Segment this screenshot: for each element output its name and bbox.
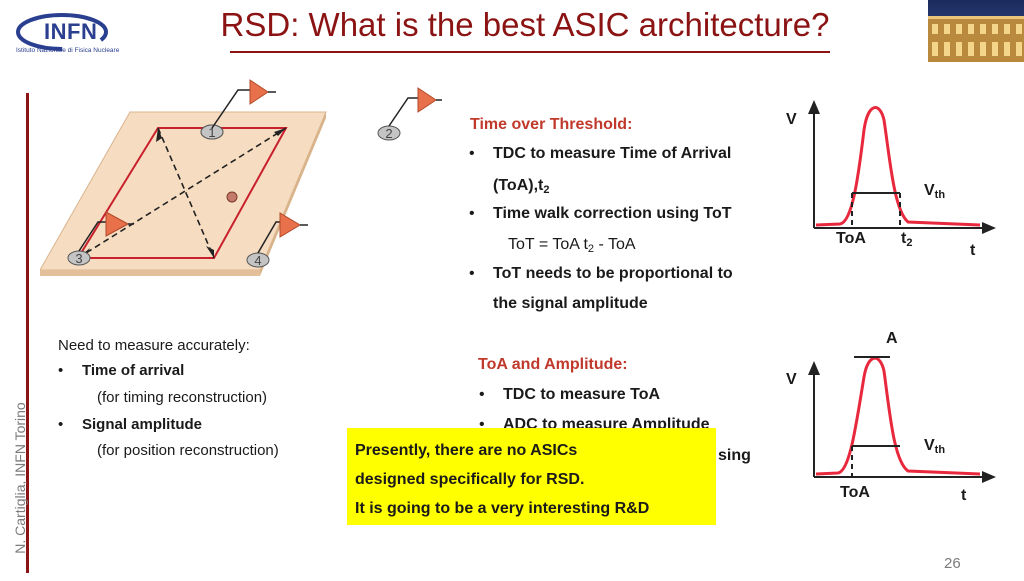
note-line-2: designed specifically for RSD. (355, 471, 585, 488)
sensor-plate-edge (40, 270, 260, 276)
plot1-pulse (815, 106, 981, 227)
hit-point (226, 191, 238, 203)
plot2-y-label: V (786, 371, 797, 388)
plot2-pulse (815, 356, 981, 476)
tot-bullet-3-text: ToT needs to be proportional to (493, 265, 733, 282)
measure-item-2: Signal amplitude (58, 416, 203, 433)
amp-bullet-3-tail: sing (718, 447, 751, 464)
plot2-x-label: t (961, 487, 967, 504)
plot2-peak-label: A (886, 330, 898, 347)
measure-item-2-text: Signal amplitude (82, 416, 203, 433)
title-underline (230, 51, 830, 53)
tot-formula-a: ToT = ToA t (508, 236, 588, 253)
tot-formula: ToT = ToA t2 - ToA (508, 236, 636, 255)
amp-heading: ToA and Amplitude: (478, 356, 628, 373)
toa-subscript: 2 (543, 184, 550, 196)
toa-label-text: (ToA),t (493, 177, 544, 194)
sensor-pads-2-4 (40, 80, 330, 290)
plot2-threshold-label: Vth (924, 437, 945, 456)
diagonal-1-4 (157, 127, 215, 259)
arrowhead-2 (274, 128, 286, 136)
tot-bullet-1-text: TDC to measure Time of Arrival (493, 145, 732, 162)
amplifier-2-icon (388, 87, 442, 127)
plot2-x-arrow (982, 471, 996, 483)
plot1-vth-sub: th (934, 189, 946, 201)
plot1-y-arrow (808, 100, 820, 114)
tot-bullet-2: Time walk correction using ToT (469, 205, 732, 223)
measure-item-1-text: Time of arrival (82, 362, 185, 379)
plot2-vth-sub: th (934, 444, 946, 456)
tot-bullet-3: ToT needs to be proportional to (469, 265, 733, 283)
pad-1-text: 1 (208, 125, 215, 140)
pad-2-label: 2 (385, 126, 392, 141)
plot1-t2-text: t (901, 230, 907, 247)
arrowhead-4 (206, 246, 214, 258)
measure-item-1: Time of arrival (58, 362, 185, 379)
plot1-x-label: t (970, 242, 976, 259)
highlight-note: Presently, there are no ASICs designed s… (347, 428, 716, 525)
infn-logo-icon (14, 11, 110, 53)
plot1-x-arrow (982, 222, 996, 234)
plot1-toa-label: ToA (836, 230, 866, 247)
tot-pulse-plot (780, 100, 1000, 265)
amp-bullet-1-text: TDC to measure ToA (503, 386, 661, 403)
pad-2-icon: 2 (377, 125, 401, 141)
logo-wordmark: INFN (44, 19, 98, 44)
tot-bullet-3-cont: the signal amplitude (493, 295, 648, 312)
plot1-vth-text: V (924, 182, 935, 199)
measure-item-2-note: (for position reconstruction) (97, 442, 279, 459)
logo-subtitle: Istituto Nazionale di Fisica Nucleare (16, 47, 120, 54)
plot1-y-label: V (786, 111, 797, 128)
plot1-t2-sub: 2 (906, 237, 913, 249)
tot-bullet-2-text: Time walk correction using ToT (493, 205, 732, 222)
plot2-toa-label: ToA (840, 484, 870, 501)
tot-formula-b: - ToA (594, 236, 636, 253)
arrowhead-1 (156, 128, 162, 142)
page-number: 26 (944, 555, 961, 572)
plot2-y-arrow (808, 361, 820, 375)
amp-bullet-1: TDC to measure ToA (479, 386, 661, 404)
amplitude-pulse-plot (780, 325, 1000, 510)
measure-intro: Need to measure accurately: (58, 337, 250, 354)
note-line-3: It is going to be a very interesting R&D (355, 500, 650, 517)
page-title: RSD: What is the best ASIC architecture? (220, 6, 830, 43)
left-accent-bar (26, 93, 29, 573)
infn-logo (12, 10, 130, 62)
plot1-t2-label: t2 (901, 230, 912, 249)
note-line-1: Presently, there are no ASICs (355, 442, 578, 459)
plot1-threshold-label: Vth (924, 182, 945, 201)
tot-heading: Time over Threshold: (470, 116, 633, 133)
author-credit: N. Cartiglia, INFN Torino (12, 402, 28, 554)
header-photo (928, 0, 1024, 62)
tot-bullet-1-cont: (ToA),t2 (493, 177, 549, 196)
tot-bullet-1: TDC to measure Time of Arrival (469, 145, 732, 163)
building-photo-icon (928, 0, 1024, 62)
tot-formula-sub: 2 (587, 243, 595, 255)
measure-item-1-note: (for timing reconstruction) (97, 389, 268, 406)
plot2-vth-text: V (924, 437, 935, 454)
